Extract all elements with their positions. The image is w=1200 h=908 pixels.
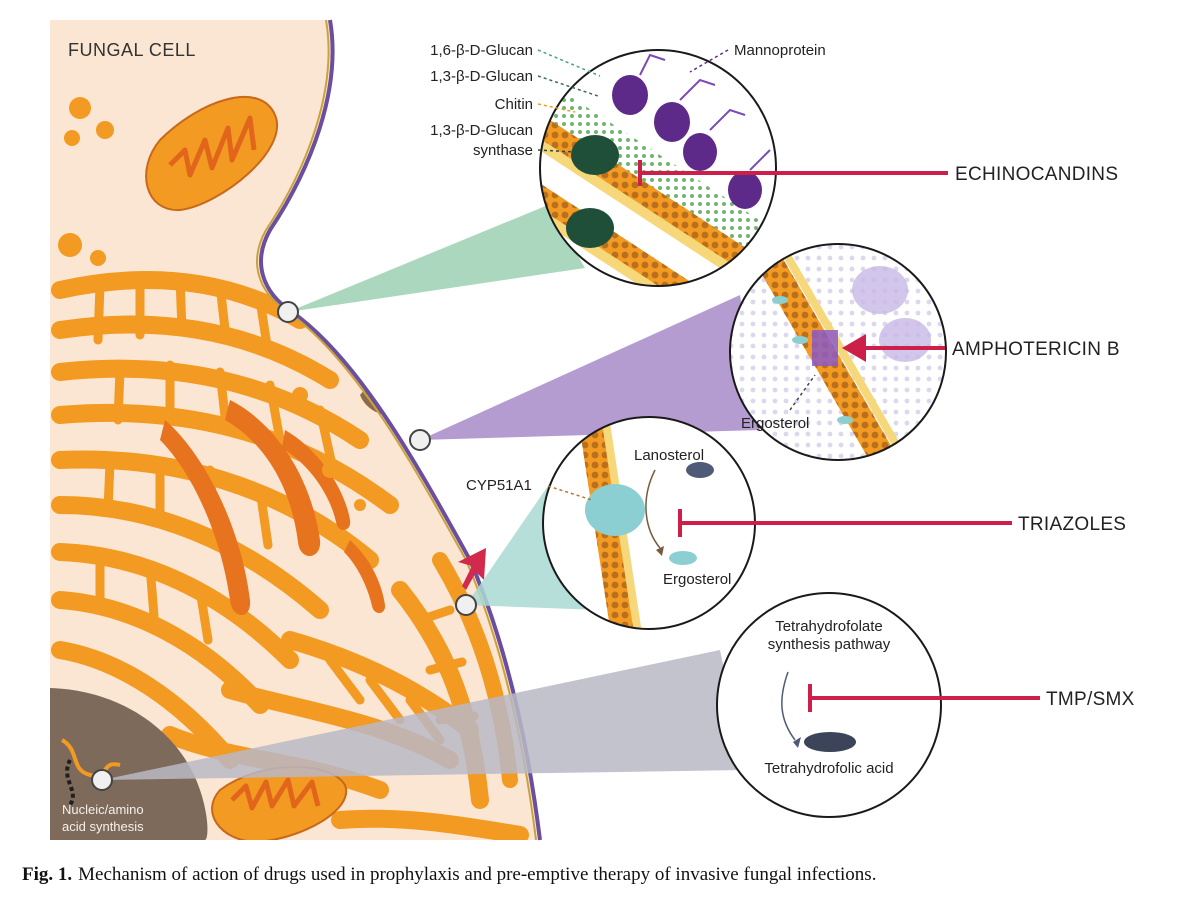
nucleus-label-line2: acid synthesis [62,819,144,834]
ergosterol-molecule [669,551,697,565]
ergosterol-synthesis-detail [542,416,1012,630]
drug-echinocandins: ECHINOCANDINS [955,164,1118,185]
mitochondrion-top [145,96,279,212]
figure-label: Fig. 1. [22,864,73,885]
label-ergosterol-product: Ergosterol [663,571,731,588]
zoom-cone-folate [102,650,745,780]
drug-amphotericin-b: AMPHOTERICIN B [952,339,1120,360]
cell-wall [259,19,542,841]
cell-label: FUNGAL CELL [68,40,196,60]
label-thf-pathway-line2: synthesis pathway [768,636,891,653]
label-chitin: Chitin [495,96,533,113]
label-mannoprotein: Mannoprotein [734,42,826,59]
vesicles [58,97,366,511]
label-glucan-synthase-line2: synthase [473,142,533,159]
zoom-point-ergosterol [455,594,477,616]
nucleus [50,688,208,840]
label-13-glucan: 1,3-β-D-Glucan [430,68,533,85]
label-glucan-synthase-line1: 1,3-β-D-Glucan [430,122,533,139]
cyp51a1-enzyme [585,484,645,536]
label-16-glucan: 1,6-β-D-Glucan [430,42,533,59]
mitochondrion-bottom [211,765,348,840]
golgi-apparatus [160,400,386,615]
tetrahydrofolic-acid-molecule [804,732,856,752]
fungal-cell [50,19,542,841]
drug-tmp-smx: TMP/SMX [1046,689,1135,710]
label-tetrahydrofolic-acid: Tetrahydrofolic acid [764,760,893,777]
label-thf-pathway-line1: Tetrahydrofolate [775,618,883,635]
membrane-detail [729,243,947,461]
zoom-point-cell-wall [277,301,299,323]
zoom-point-nucleus [91,769,113,791]
endoplasmic-reticulum [51,271,529,840]
trafficking-arrow [458,548,486,590]
label-ergosterol-membrane: Ergosterol [741,415,809,432]
folate-synthesis-detail [716,592,1040,818]
nucleus-label-line1: Nucleic/amino [62,802,144,817]
drug-triazoles: TRIAZOLES [1018,514,1126,535]
label-cyp51a1: CYP51A1 [466,477,532,494]
zoom-point-membrane [409,429,431,451]
amphotericin-pore [812,330,838,366]
zoom-cone-cell-wall [288,205,585,312]
zoom-cone-membrane [420,295,760,440]
figure-caption-text: Mechanism of action of drugs used in pro… [78,864,877,885]
figure-caption: Fig. 1.Mechanism of action of drugs used… [22,864,1192,886]
lanosterol-molecule [686,462,714,478]
cell-wall-detail [537,49,948,287]
label-lanosterol: Lanosterol [634,447,704,464]
